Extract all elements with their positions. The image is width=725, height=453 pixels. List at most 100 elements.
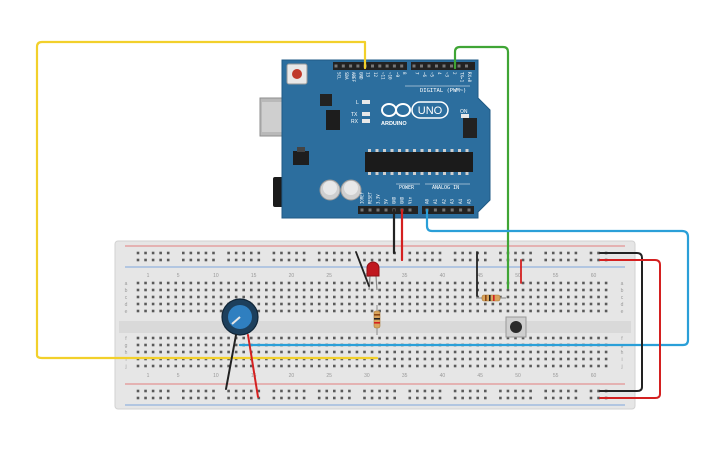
breadboard-hole[interactable] bbox=[446, 357, 449, 361]
breadboard-hole[interactable] bbox=[227, 336, 230, 340]
breadboard-hole[interactable] bbox=[310, 364, 313, 368]
breadboard-hole[interactable] bbox=[559, 350, 563, 354]
breadboard-hole[interactable] bbox=[166, 302, 170, 306]
breadboard-hole[interactable] bbox=[453, 336, 457, 340]
digital-pin[interactable] bbox=[427, 64, 431, 68]
rail-hole[interactable] bbox=[476, 396, 480, 400]
rail-hole[interactable] bbox=[423, 389, 427, 393]
breadboard-hole[interactable] bbox=[574, 302, 578, 306]
red-wire-potentiometer[interactable] bbox=[247, 334, 259, 398]
rail-hole[interactable] bbox=[468, 389, 472, 393]
rail-hole[interactable] bbox=[348, 396, 351, 400]
breadboard-hole[interactable] bbox=[491, 281, 495, 285]
breadboard-hole[interactable] bbox=[219, 281, 223, 285]
breadboard-hole[interactable] bbox=[521, 288, 525, 292]
breadboard-hole[interactable] bbox=[484, 364, 487, 368]
breadboard-hole[interactable] bbox=[484, 350, 487, 354]
breadboard-hole[interactable] bbox=[174, 350, 178, 354]
rail-hole[interactable] bbox=[325, 251, 329, 255]
breadboard-hole[interactable] bbox=[159, 336, 162, 340]
breadboard-hole[interactable] bbox=[491, 336, 495, 340]
breadboard-hole[interactable] bbox=[234, 350, 238, 354]
breadboard-hole[interactable] bbox=[400, 357, 404, 361]
rail-hole[interactable] bbox=[468, 396, 472, 400]
breadboard-hole[interactable] bbox=[499, 309, 502, 313]
breadboard-hole[interactable] bbox=[453, 288, 457, 292]
breadboard-hole[interactable] bbox=[280, 281, 283, 285]
breadboard-hole[interactable] bbox=[317, 336, 321, 340]
breadboard-hole[interactable] bbox=[234, 295, 238, 299]
rail-hole[interactable] bbox=[302, 396, 306, 400]
breadboard-hole[interactable] bbox=[393, 288, 396, 292]
breadboard-hole[interactable] bbox=[468, 350, 472, 354]
rail-hole[interactable] bbox=[574, 396, 578, 400]
breadboard-hole[interactable] bbox=[189, 343, 193, 347]
rail-hole[interactable] bbox=[506, 396, 510, 400]
breadboard-hole[interactable] bbox=[370, 350, 374, 354]
breadboard-hole[interactable] bbox=[484, 336, 487, 340]
breadboard-hole[interactable] bbox=[144, 343, 147, 347]
breadboard-hole[interactable] bbox=[370, 281, 374, 285]
resistor-horizontal[interactable] bbox=[476, 294, 506, 302]
breadboard-hole[interactable] bbox=[484, 309, 487, 313]
breadboard-hole[interactable] bbox=[227, 364, 230, 368]
breadboard-hole[interactable] bbox=[544, 302, 547, 306]
breadboard-hole[interactable] bbox=[529, 288, 532, 292]
breadboard-hole[interactable] bbox=[468, 302, 472, 306]
breadboard-hole[interactable] bbox=[302, 288, 306, 292]
digital-pin[interactable] bbox=[435, 64, 438, 68]
breadboard-hole[interactable] bbox=[453, 302, 457, 306]
breadboard-hole[interactable] bbox=[340, 295, 344, 299]
rail-hole[interactable] bbox=[551, 258, 555, 262]
rail-hole[interactable] bbox=[333, 251, 336, 255]
rail-hole[interactable] bbox=[227, 389, 230, 393]
breadboard-hole[interactable] bbox=[476, 309, 480, 313]
breadboard-hole[interactable] bbox=[468, 288, 472, 292]
breadboard-hole[interactable] bbox=[551, 357, 555, 361]
rail-hole[interactable] bbox=[559, 251, 563, 255]
rail-hole[interactable] bbox=[453, 389, 457, 393]
breadboard-hole[interactable] bbox=[249, 336, 253, 340]
breadboard-hole[interactable] bbox=[287, 309, 291, 313]
breadboard-hole[interactable] bbox=[461, 336, 464, 340]
rail-hole[interactable] bbox=[317, 396, 321, 400]
breadboard-hole[interactable] bbox=[212, 364, 215, 368]
rail-hole[interactable] bbox=[370, 258, 374, 262]
breadboard-hole[interactable] bbox=[257, 295, 261, 299]
wires[interactable] bbox=[35, 40, 690, 399]
breadboard-hole[interactable] bbox=[197, 350, 200, 354]
breadboard-hole[interactable] bbox=[182, 364, 185, 368]
breadboard-hole[interactable] bbox=[378, 364, 381, 368]
breadboard-hole[interactable] bbox=[212, 350, 215, 354]
breadboard-hole[interactable] bbox=[325, 302, 329, 306]
breadboard-hole[interactable] bbox=[431, 350, 434, 354]
breadboard-hole[interactable] bbox=[551, 309, 555, 313]
breadboard-hole[interactable] bbox=[355, 281, 359, 285]
rail-hole[interactable] bbox=[484, 396, 487, 400]
breadboard-hole[interactable] bbox=[325, 336, 329, 340]
rail-hole[interactable] bbox=[514, 258, 517, 262]
breadboard-hole[interactable] bbox=[174, 309, 178, 313]
rail-hole[interactable] bbox=[431, 389, 434, 393]
digital-pin[interactable] bbox=[349, 64, 353, 68]
breadboard-hole[interactable] bbox=[393, 309, 396, 313]
rail-hole[interactable] bbox=[144, 396, 147, 400]
breadboard-hole[interactable] bbox=[348, 281, 351, 285]
breadboard-hole[interactable] bbox=[393, 295, 396, 299]
breadboard-hole[interactable] bbox=[551, 336, 555, 340]
breadboard-hole[interactable] bbox=[461, 302, 464, 306]
breadboard-hole[interactable] bbox=[166, 295, 170, 299]
breadboard-hole[interactable] bbox=[423, 288, 427, 292]
rail-hole[interactable] bbox=[302, 258, 306, 262]
rail-hole[interactable] bbox=[574, 258, 578, 262]
rail-hole[interactable] bbox=[484, 251, 487, 255]
breadboard-hole[interactable] bbox=[438, 350, 442, 354]
rail-hole[interactable] bbox=[166, 396, 170, 400]
breadboard-hole[interactable] bbox=[363, 364, 366, 368]
breadboard-hole[interactable] bbox=[280, 288, 283, 292]
breadboard-hole[interactable] bbox=[280, 295, 283, 299]
breadboard-hole[interactable] bbox=[204, 309, 208, 313]
breadboard-hole[interactable] bbox=[363, 302, 366, 306]
breadboard-hole[interactable] bbox=[574, 364, 578, 368]
breadboard-hole[interactable] bbox=[174, 343, 178, 347]
